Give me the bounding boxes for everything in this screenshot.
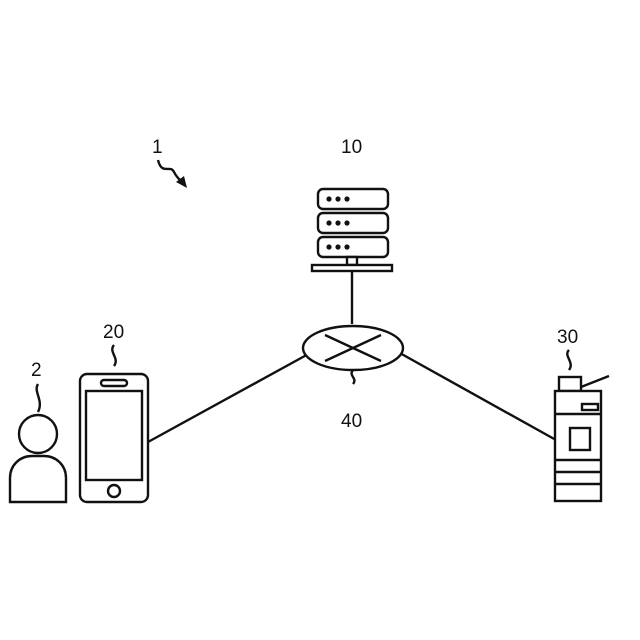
- network-icon: 40: [303, 326, 403, 432]
- printer-panel: [570, 428, 590, 450]
- user-head: [19, 415, 57, 453]
- terminal-label: 20: [103, 322, 124, 343]
- server-neck: [347, 257, 357, 265]
- phone-screen: [86, 391, 142, 480]
- phone-home-button: [108, 485, 120, 497]
- printer-display: [582, 404, 598, 410]
- terminal-icon: 20: [80, 322, 148, 502]
- phone-speaker: [101, 380, 127, 386]
- connection-terminal-network: [148, 352, 312, 442]
- printer-leader: [567, 350, 570, 370]
- server-base: [312, 265, 392, 271]
- server-icon: 10: [312, 137, 392, 271]
- user-icon: 2: [10, 360, 66, 502]
- server-label: 10: [341, 137, 362, 158]
- network-leader: [352, 370, 355, 384]
- user-body: [10, 456, 66, 502]
- user-label: 2: [31, 360, 42, 381]
- terminal-leader: [112, 345, 115, 366]
- printer-output-tray: [581, 376, 609, 387]
- printer-scanner: [559, 377, 581, 391]
- system-reference: 1: [152, 137, 187, 188]
- multifunction-printer-icon: 30: [555, 327, 609, 501]
- network-label: 40: [341, 411, 362, 432]
- connection-network-mfp: [398, 352, 556, 440]
- user-leader: [37, 384, 40, 412]
- printer-label: 30: [557, 327, 578, 348]
- system-label: 1: [152, 137, 163, 158]
